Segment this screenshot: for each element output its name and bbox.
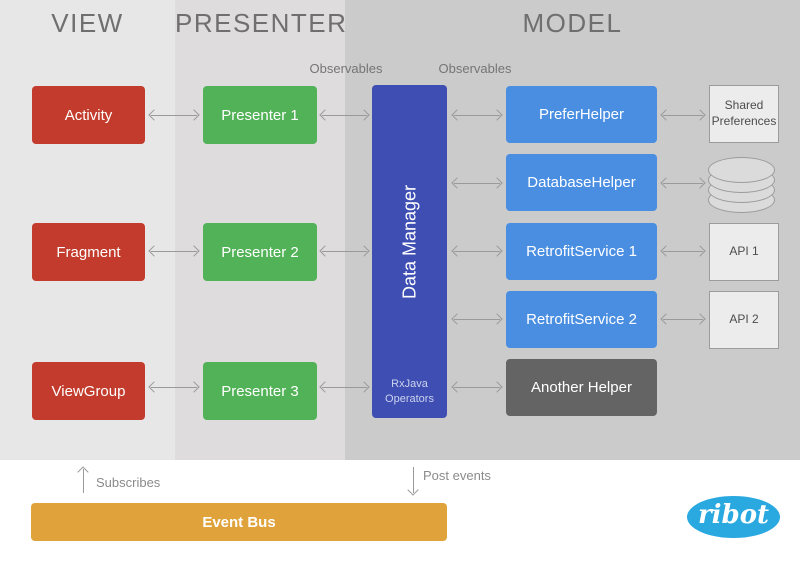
data-manager-box: Data Manager RxJava Operators [372, 85, 447, 418]
database-disk [708, 157, 775, 183]
arrow-preferhelper-sharedprefs [663, 115, 703, 116]
presenter-2-box: Presenter 2 [203, 223, 317, 281]
api-2-box: API 2 [709, 291, 779, 349]
shared-preferences-box: Shared Preferences [709, 85, 779, 143]
arrow-datamanager-preferhelper [454, 115, 500, 116]
observables-label-right: Observables [438, 61, 512, 76]
arrow-presenter1-datamanager [322, 115, 367, 116]
arrow-retrofit2-api2 [663, 319, 703, 320]
arrow-activity-presenter1 [151, 115, 197, 116]
retrofit-service-2-box: RetrofitService 2 [506, 291, 657, 348]
arrow-databasehelper-database [663, 183, 703, 184]
ribot-logo: ribot [687, 496, 780, 538]
presenter-3-box: Presenter 3 [203, 362, 317, 420]
arrow-presenter2-datamanager [322, 251, 367, 252]
post-events-arrow-icon [413, 467, 414, 493]
presenter-1-box: Presenter 1 [203, 86, 317, 144]
api-1-box: API 1 [709, 223, 779, 281]
data-manager-title: Data Manager [399, 184, 419, 299]
post-events-label: Post events [423, 468, 491, 483]
subscribes-arrow-icon [83, 469, 84, 493]
fragment-box: Fragment [32, 223, 145, 281]
arrow-datamanager-databasehelper [454, 183, 500, 184]
another-helper-box: Another Helper [506, 359, 657, 416]
subscribes-label: Subscribes [96, 475, 161, 490]
database-helper-box: DatabaseHelper [506, 154, 657, 211]
activity-box: Activity [32, 86, 145, 144]
arrow-presenter3-datamanager [322, 387, 367, 388]
arrow-retrofit1-api1 [663, 251, 703, 252]
rxjava-operators-label: RxJava Operators [385, 378, 434, 405]
view-column-title: VIEW [51, 8, 124, 38]
arrow-datamanager-retrofit1 [454, 251, 500, 252]
arrow-datamanager-retrofit2 [454, 319, 500, 320]
arrow-fragment-presenter2 [151, 251, 197, 252]
model-column-title: MODEL [522, 8, 623, 38]
prefer-helper-box: PreferHelper [506, 86, 657, 143]
arrow-viewgroup-presenter3 [151, 387, 197, 388]
presenter-column-title: PRESENTER [175, 8, 348, 38]
retrofit-service-1-box: RetrofitService 1 [506, 223, 657, 280]
event-bus-box: Event Bus [31, 503, 447, 541]
observables-label-left: Observables [309, 61, 383, 76]
arrow-datamanager-anotherhelper [454, 387, 500, 388]
viewgroup-box: ViewGroup [32, 362, 145, 420]
